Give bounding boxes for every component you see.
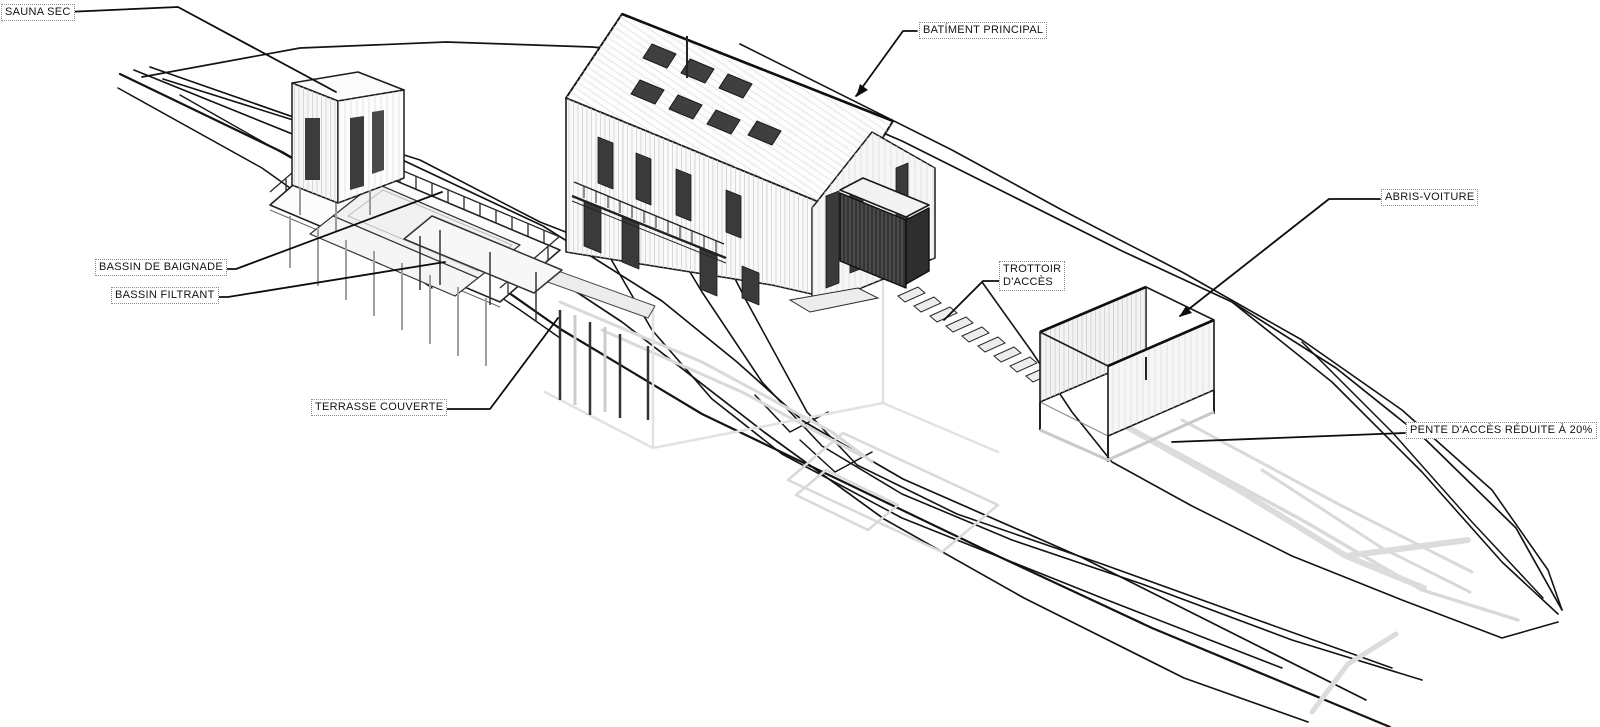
label-bassin-de-baignade: BASSIN DE BAIGNADE xyxy=(95,259,227,276)
balcony xyxy=(571,181,727,264)
terrasse-couverte-shape xyxy=(403,215,563,322)
label-trottoir-line2: D'ACCÈS xyxy=(1003,276,1054,288)
arrowhead-batiment xyxy=(856,84,868,97)
leader-pente xyxy=(1171,432,1406,443)
leader-sauna-sec xyxy=(65,6,337,93)
main-building xyxy=(565,12,936,309)
leader-batiment-principal xyxy=(855,30,918,97)
carport xyxy=(1039,285,1215,462)
leader-trottoir xyxy=(943,280,1000,321)
label-terrasse-couverte: TERRASSE COUVERTE xyxy=(311,399,448,416)
trottoir-dacces-path xyxy=(788,286,1054,383)
sauna-building xyxy=(291,71,405,232)
label-pente-dacces: PENTE D'ACCÈS RÉDUITE À 20% xyxy=(1406,422,1597,439)
label-batiment-principal: BATÍMENT PRINCIPAL xyxy=(919,22,1048,39)
label-trottoir-line1: TROTTOIR xyxy=(1003,263,1062,275)
label-trottoir-dacces: TROTTOIR D'ACCÈS xyxy=(999,261,1066,291)
entry-porch xyxy=(839,177,930,289)
label-abris-voiture: ABRIS-VOITURE xyxy=(1381,189,1479,206)
terrain-light-lines xyxy=(543,278,1520,715)
arrowhead-abris xyxy=(1179,306,1192,317)
label-bassin-filtrant: BASSIN FILTRANT xyxy=(111,287,219,304)
label-sauna-sec: SAUNA SEC xyxy=(1,4,75,21)
leader-terrasse-couverte xyxy=(427,317,559,410)
leader-abris-voiture xyxy=(1179,198,1381,317)
roof-skylights xyxy=(630,43,782,146)
facade-windows xyxy=(583,136,760,306)
